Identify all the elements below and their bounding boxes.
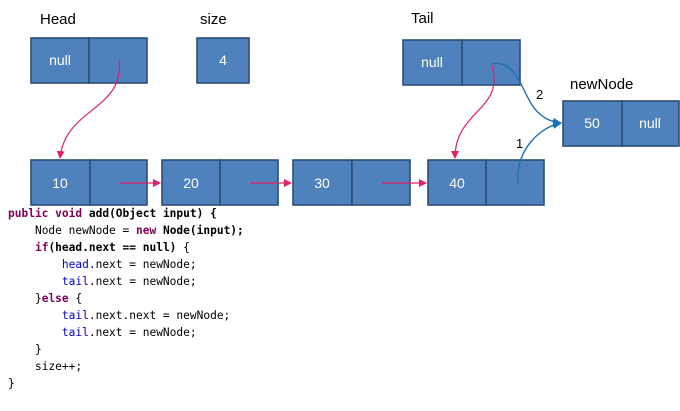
code-text: } [34, 343, 42, 356]
step-1-label: 1 [516, 136, 523, 151]
code-text: Node(input); [156, 224, 244, 237]
code-text: .next = newNode; [88, 326, 197, 339]
node-value-cell [30, 159, 91, 206]
field-ref: tail [61, 326, 89, 339]
new-node-next-cell [621, 100, 680, 147]
head-next-arrow [56, 59, 120, 159]
tail-to-new-node-arrow [490, 62, 562, 127]
tail-value: null [421, 54, 443, 70]
node-next-cell [485, 159, 545, 206]
code-text: .next = newNode; [88, 275, 197, 288]
code-text: add(Object input) { [82, 207, 217, 220]
new-node: 50 null [562, 100, 680, 147]
code-line: tail.next = newNode; [8, 324, 244, 341]
code-text: .next.next = newNode; [88, 309, 231, 322]
head-label: Head [40, 11, 76, 28]
node-value: 20 [183, 175, 199, 191]
code-line: Node newNode = new Node(input); [8, 222, 244, 239]
keyword: public [8, 207, 49, 220]
keyword: if [34, 241, 49, 254]
new-node-next: null [639, 115, 661, 131]
head-value: null [49, 52, 71, 68]
code-line: }else { [8, 290, 244, 307]
keyword: new [136, 224, 157, 237]
code-text: } [8, 377, 15, 390]
code-line: tail.next = newNode; [8, 273, 244, 290]
list-node: 40 [427, 159, 545, 206]
code-line: if(head.next == null) { [8, 239, 244, 256]
add-method-code: public void add(Object input) { Node new… [8, 205, 244, 392]
step-2-label: 2 [536, 87, 543, 102]
code-line: head.next = newNode; [8, 256, 244, 273]
code-text: { [68, 292, 83, 305]
keyword: void [55, 207, 83, 220]
code-text: } [34, 292, 42, 305]
size-value: 4 [219, 52, 227, 68]
code-line: size++; [8, 358, 244, 375]
node-value: 40 [449, 175, 465, 191]
code-text: size++; [34, 360, 83, 373]
node-value-cell [427, 159, 487, 206]
field-ref: tail [61, 275, 89, 288]
code-line: } [8, 341, 244, 358]
node-value: 30 [314, 175, 330, 191]
keyword: else [41, 292, 69, 305]
code-text: { [176, 241, 190, 254]
code-line: } [8, 375, 244, 392]
new-node-value: 50 [584, 115, 600, 131]
code-text: Node newNode = [34, 224, 136, 237]
code-line: public void add(Object input) { [8, 205, 244, 222]
head-node: null [30, 37, 148, 84]
tail-value-cell [402, 39, 463, 86]
tail-pointer-cell [461, 39, 521, 86]
list-node: 20 [161, 159, 279, 206]
new-node-label: newNode [570, 76, 633, 93]
code-text: (head.next == null) [48, 241, 177, 254]
field-ref: head [61, 258, 89, 271]
code-line: tail.next.next = newNode; [8, 307, 244, 324]
tail-node: null [402, 39, 521, 86]
tail-label: Tail [411, 10, 434, 27]
size-label: size [200, 11, 227, 28]
node-value: 10 [52, 175, 68, 191]
code-text: .next = newNode; [88, 258, 197, 271]
field-ref: tail [61, 309, 89, 322]
last-node-to-new-node-arrow [517, 120, 562, 185]
tail-next-arrow [451, 65, 495, 159]
size-box: 4 [196, 37, 250, 84]
size-cell [196, 37, 250, 84]
